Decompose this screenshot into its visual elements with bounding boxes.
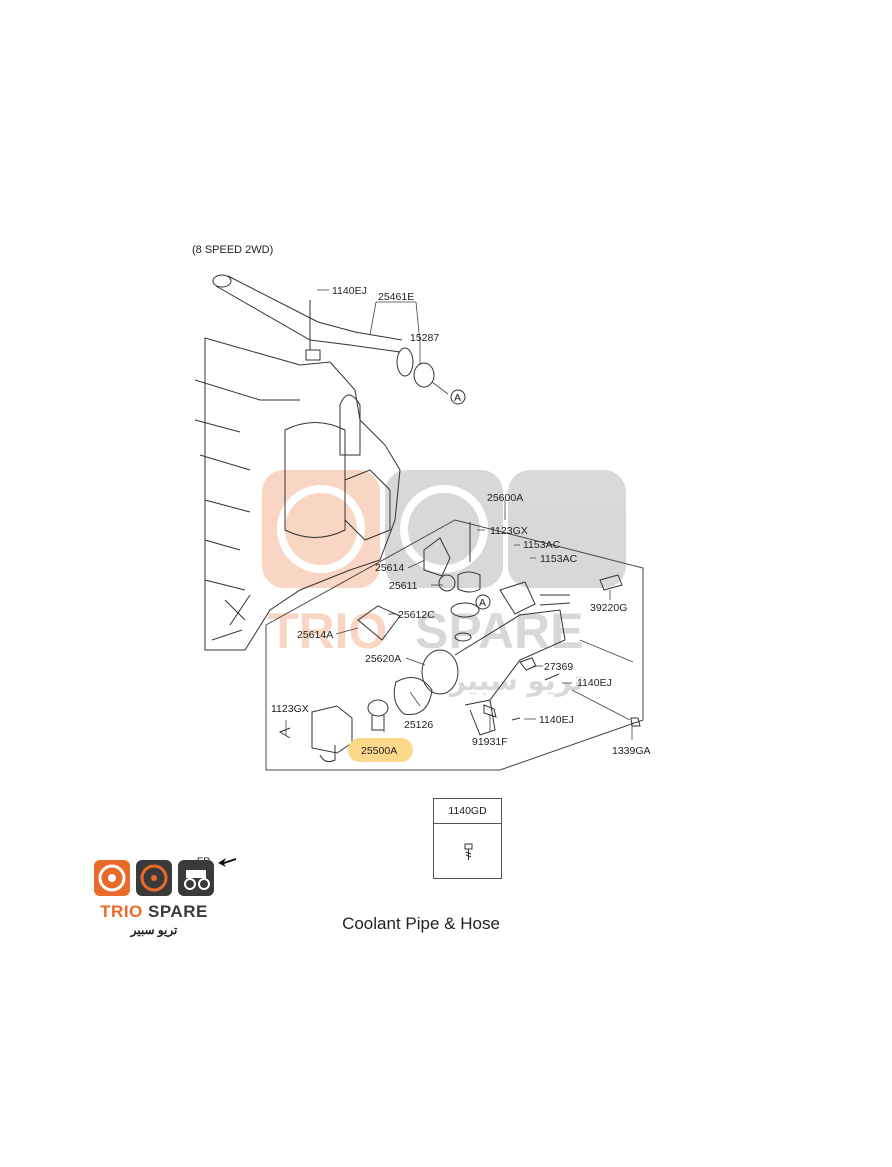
diagram-variant-label: (8 SPEED 2WD) xyxy=(192,244,274,256)
ref-marker-a2: A xyxy=(475,594,491,610)
svg-text:A: A xyxy=(454,392,461,404)
part-label-1140EJ-top[interactable]: 1140EJ xyxy=(332,285,367,297)
part-label-1123GX-left[interactable]: 1123GX xyxy=(271,703,309,715)
bolt-icon xyxy=(464,843,473,860)
pipe-25461E xyxy=(212,274,435,388)
diagram-caption: Coolant Pipe & Hose xyxy=(342,914,500,933)
ref-marker-a1: A xyxy=(450,389,466,405)
highlight-25500A xyxy=(348,738,413,762)
legend-box-1140GD: 1140GD xyxy=(433,798,502,879)
part-label-91931F[interactable]: 91931F xyxy=(472,736,508,748)
part-label-25500A[interactable]: 25500A xyxy=(361,745,397,757)
part-label-25612C[interactable]: 25612C xyxy=(398,609,435,621)
brand-logo-word-1: TRIO xyxy=(100,902,143,921)
brand-logo-arabic: تريو سبير xyxy=(130,923,178,937)
engine-block xyxy=(194,337,401,651)
part-label-25614A[interactable]: 25614A xyxy=(297,629,333,641)
part-label-15287[interactable]: 15287 xyxy=(410,332,439,344)
part-label-1153AC-2[interactable]: 1153AC xyxy=(540,553,578,565)
part-label-1339GA[interactable]: 1339GA xyxy=(612,745,651,757)
part-label-1140EJ-low[interactable]: 1140EJ xyxy=(539,714,574,726)
assembly-outline xyxy=(265,519,644,771)
housing-25620A xyxy=(421,581,571,736)
part-label-1123GX-top[interactable]: 1123GX xyxy=(490,525,528,537)
part-label-25600A[interactable]: 25600A xyxy=(487,492,523,504)
part-label-25461E[interactable]: 25461E xyxy=(378,291,414,303)
part-label-25611[interactable]: 25611 xyxy=(389,580,418,592)
part-label-39220G[interactable]: 39220G xyxy=(590,602,627,614)
legend-code[interactable]: 1140GD xyxy=(448,805,487,817)
part-label-25126[interactable]: 25126 xyxy=(404,719,433,731)
svg-text:A: A xyxy=(479,597,486,609)
legend-divider xyxy=(434,823,501,824)
part-label-1153AC-1[interactable]: 1153AC xyxy=(523,539,561,551)
brand-logo-text: TRIO SPARE xyxy=(92,902,216,922)
watermark: TRIO SPARE تريو سبير xyxy=(262,470,626,697)
watermark-brand-2: SPARE xyxy=(415,603,584,659)
part-label-25614[interactable]: 25614 xyxy=(375,562,404,574)
part-label-27369[interactable]: 27369 xyxy=(544,661,573,673)
leader-lines xyxy=(285,289,634,740)
front-arrow-icon xyxy=(217,858,236,867)
watermark-brand-ar: تريو سبير xyxy=(448,664,584,697)
brand-logo xyxy=(94,860,214,896)
part-label-25620A[interactable]: 25620A xyxy=(365,653,401,665)
brand-logo-word-2: SPARE xyxy=(148,902,208,921)
part-label-1140EJ-mid[interactable]: 1140EJ xyxy=(577,677,612,689)
